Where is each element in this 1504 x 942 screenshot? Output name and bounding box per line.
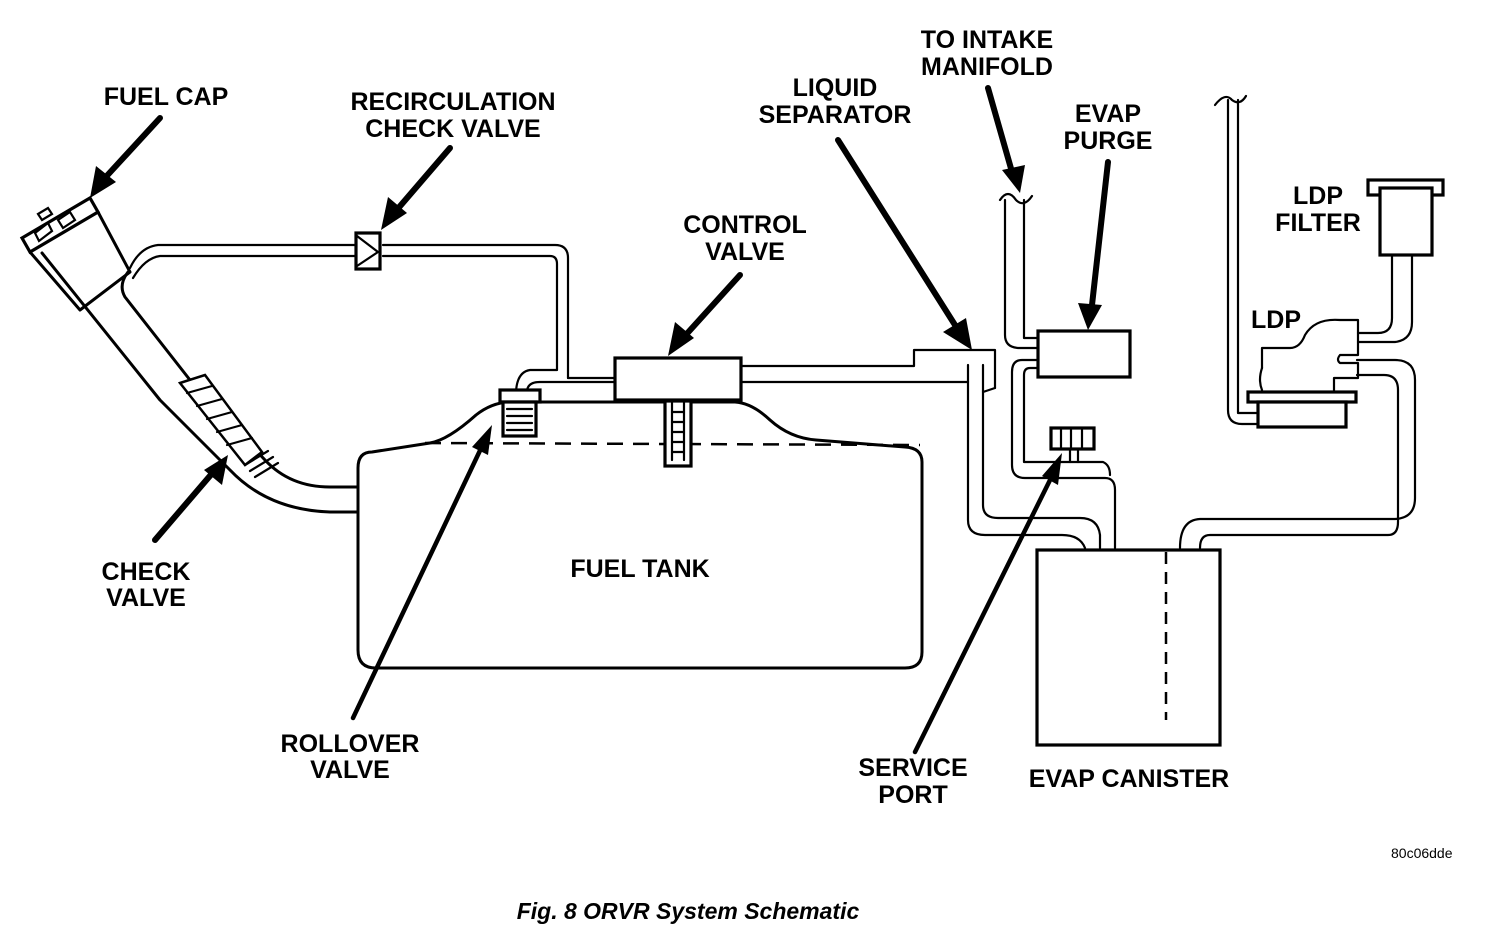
evap-purge bbox=[1036, 329, 1132, 379]
evap-canister bbox=[1035, 548, 1222, 747]
control-valve-label-line2: VALVE bbox=[705, 238, 785, 266]
evap-purge-label-line2: PURGE bbox=[1064, 127, 1153, 155]
service-port-label-line1: SERVICE bbox=[858, 754, 967, 782]
service-port-arrow bbox=[912, 453, 1062, 755]
rollover-valve bbox=[498, 388, 542, 438]
rollover-valve-label-line1: ROLLOVER bbox=[281, 730, 420, 758]
control-valve bbox=[613, 356, 743, 468]
rollover-valve-label-line2: VALVE bbox=[310, 756, 390, 784]
control-valve-label-line1: CONTROL bbox=[683, 211, 807, 239]
fuel-cap bbox=[19, 195, 132, 312]
leader-arrows bbox=[90, 85, 1111, 755]
evap-purge-label-line1: EVAP bbox=[1075, 100, 1141, 128]
liquid-separator-label-line1: LIQUID bbox=[793, 74, 878, 102]
ldp-filter-label-line1: LDP bbox=[1293, 182, 1343, 210]
fuel-cap-arrow bbox=[90, 115, 163, 198]
liquid-separator-arrow bbox=[835, 137, 972, 350]
check-valve bbox=[177, 373, 280, 479]
fuel-tank-label: FUEL TANK bbox=[570, 555, 709, 583]
figure-caption: Fig. 8 ORVR System Schematic bbox=[517, 898, 860, 924]
intake-manifold-arrow bbox=[985, 85, 1025, 193]
fuel-tank: FUEL TANK bbox=[356, 400, 924, 670]
service-port bbox=[1049, 426, 1096, 464]
filler-neck-outer bbox=[40, 251, 360, 514]
intake-manifold-line bbox=[998, 192, 1040, 350]
ldp-filter-label-line2: FILTER bbox=[1275, 209, 1361, 237]
to-intake-manifold-label-line1: TO INTAKE bbox=[921, 26, 1053, 54]
check-valve-arrow bbox=[152, 455, 228, 543]
filler-neck-inner bbox=[120, 270, 360, 489]
evap-canister-label: EVAP CANISTER bbox=[1029, 765, 1230, 793]
labels: FUEL CAP RECIRCULATION CHECK VALVE CONTR… bbox=[102, 26, 1453, 924]
check-valve-label-line1: CHECK bbox=[102, 558, 191, 586]
recirculation-check-valve bbox=[354, 231, 382, 271]
evap-purge-arrow bbox=[1078, 159, 1111, 330]
ldp-filter-line bbox=[1356, 253, 1414, 344]
reference-code: 80c06dde bbox=[1391, 845, 1453, 861]
canister-to-ldp-line bbox=[1178, 358, 1417, 550]
recirculation-check-valve-label-line1: RECIRCULATION bbox=[350, 88, 555, 116]
service-port-label-line2: PORT bbox=[878, 781, 947, 809]
fuel-cap-label: FUEL CAP bbox=[104, 83, 229, 111]
purge-to-canister-line bbox=[1010, 358, 1117, 550]
check-valve-label-line2: VALVE bbox=[106, 584, 186, 612]
recirculation-check-valve-arrow bbox=[381, 145, 453, 230]
filler-neck bbox=[40, 251, 360, 514]
ldp-label: LDP bbox=[1251, 306, 1301, 334]
to-intake-manifold-label-line2: MANIFOLD bbox=[921, 53, 1053, 81]
ldp bbox=[1213, 94, 1360, 429]
recirculation-check-valve-label-line2: CHECK VALVE bbox=[365, 115, 540, 143]
liquid-separator-label-line2: SEPARATOR bbox=[759, 101, 912, 129]
fuel-tank-outline bbox=[356, 400, 924, 670]
liquid-separator bbox=[966, 363, 1102, 550]
vapor-line bbox=[739, 348, 997, 390]
rollover-valve-arrow bbox=[350, 425, 492, 721]
ldp-filter bbox=[1366, 178, 1445, 257]
control-valve-arrow bbox=[668, 272, 743, 356]
